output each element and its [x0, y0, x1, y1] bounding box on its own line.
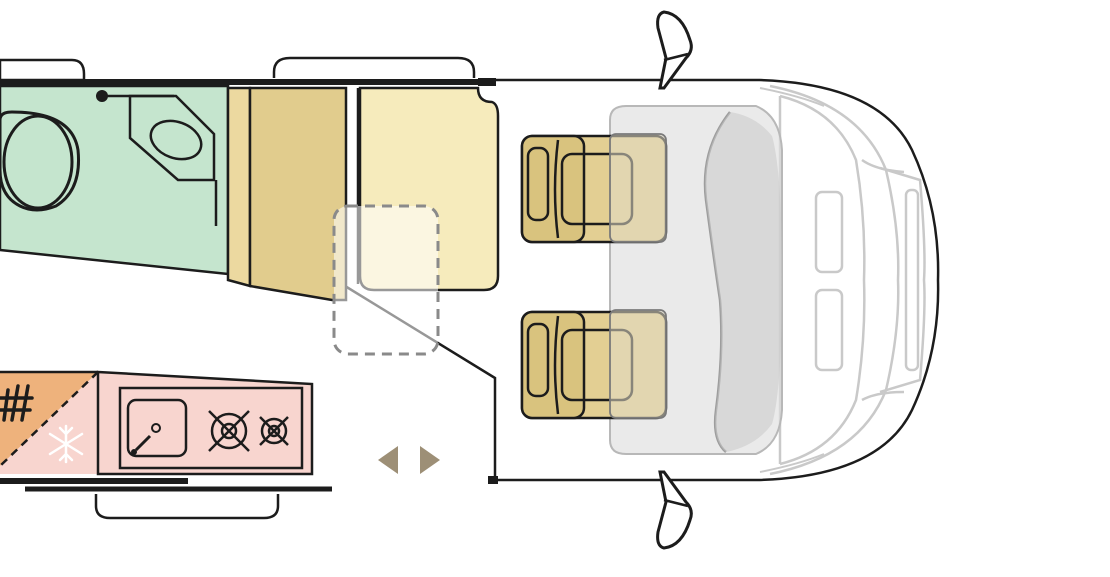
arrow-left-icon[interactable] [372, 440, 402, 480]
sink-icon [126, 398, 188, 458]
dashboard-inner [779, 94, 866, 466]
burner-icon [259, 416, 289, 446]
arrow-right-icon[interactable] [414, 440, 444, 480]
fridge-diagonal [0, 371, 99, 467]
kitchen-counter [96, 370, 314, 476]
toilet-icon [0, 110, 81, 212]
mirror-top [656, 10, 693, 90]
windshield-shade [705, 112, 782, 452]
top-rear-flap [0, 58, 86, 82]
kitchen-zone [0, 370, 314, 476]
wardrobe-narrow [226, 86, 252, 288]
door-post [488, 476, 498, 484]
heater-icon [0, 384, 34, 422]
passenger-seat [520, 309, 668, 420]
cab-nose-outline [495, 78, 940, 482]
table-outline-icon [332, 204, 440, 356]
bathroom-zone [0, 84, 230, 276]
driver-seat [520, 133, 668, 244]
vent-bottom [814, 288, 844, 372]
burner-icon [208, 410, 250, 452]
dashboard-outline [769, 84, 900, 476]
shower-icon [96, 90, 218, 226]
hob-panel [118, 386, 304, 470]
snowflake-icon [48, 424, 84, 464]
top-post [478, 78, 496, 86]
mirror-bottom [656, 470, 693, 550]
vent-top [814, 190, 844, 274]
headlight-strip [904, 188, 920, 372]
top-side-flap [272, 56, 476, 78]
vehicle-shell [0, 56, 940, 520]
bottom-flap [94, 494, 280, 520]
wardrobe-main [248, 86, 348, 302]
